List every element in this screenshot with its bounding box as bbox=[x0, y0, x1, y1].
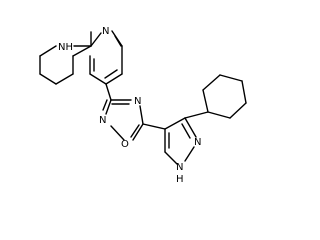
bond bbox=[105, 73, 123, 85]
bond bbox=[202, 74, 221, 91]
bond bbox=[55, 73, 74, 85]
cyclohexane-ring bbox=[202, 74, 247, 119]
bond bbox=[229, 102, 247, 119]
atom-label-nh-pyrazole: N bbox=[176, 162, 183, 173]
bond bbox=[219, 74, 243, 82]
atom-label-n-oxadiazole: N bbox=[134, 96, 141, 107]
bond bbox=[181, 123, 191, 139]
bond bbox=[184, 117, 197, 138]
atom-label-nh: NH bbox=[58, 42, 73, 53]
bond bbox=[184, 146, 195, 162]
atom-label-h-pyrazole: H bbox=[176, 174, 184, 185]
atom-label-n-oxadiazole: N bbox=[99, 115, 106, 126]
bond bbox=[105, 83, 112, 101]
bond bbox=[164, 151, 178, 165]
bond bbox=[142, 123, 166, 130]
tetrahydro-ring bbox=[39, 31, 92, 85]
bond bbox=[104, 69, 118, 79]
bond bbox=[39, 73, 57, 85]
atom-label-n-pyrazole: N bbox=[194, 137, 201, 148]
bond bbox=[72, 45, 92, 57]
bond bbox=[139, 105, 144, 125]
bond bbox=[39, 45, 57, 57]
bond bbox=[130, 124, 140, 138]
pyridine-ring bbox=[89, 30, 123, 85]
molecule-drawing: NH N N N O N N H bbox=[39, 26, 247, 185]
bond bbox=[105, 99, 112, 115]
bond bbox=[114, 35, 122, 47]
bond bbox=[202, 89, 209, 113]
pyrazole-ring bbox=[164, 117, 197, 165]
bond bbox=[241, 80, 247, 104]
atom-label-n-pyridine: N bbox=[102, 26, 109, 37]
bond bbox=[132, 123, 144, 141]
bond bbox=[207, 111, 231, 119]
structure-diagram: NH N N N O N N H bbox=[39, 26, 247, 185]
bond bbox=[164, 117, 186, 130]
bond bbox=[184, 111, 209, 119]
bond bbox=[89, 73, 107, 85]
bond bbox=[90, 32, 102, 47]
bond bbox=[110, 125, 125, 141]
atom-label-o-oxadiazole: O bbox=[121, 139, 129, 150]
oxadiazole-ring bbox=[102, 99, 144, 141]
bond bbox=[102, 99, 108, 111]
